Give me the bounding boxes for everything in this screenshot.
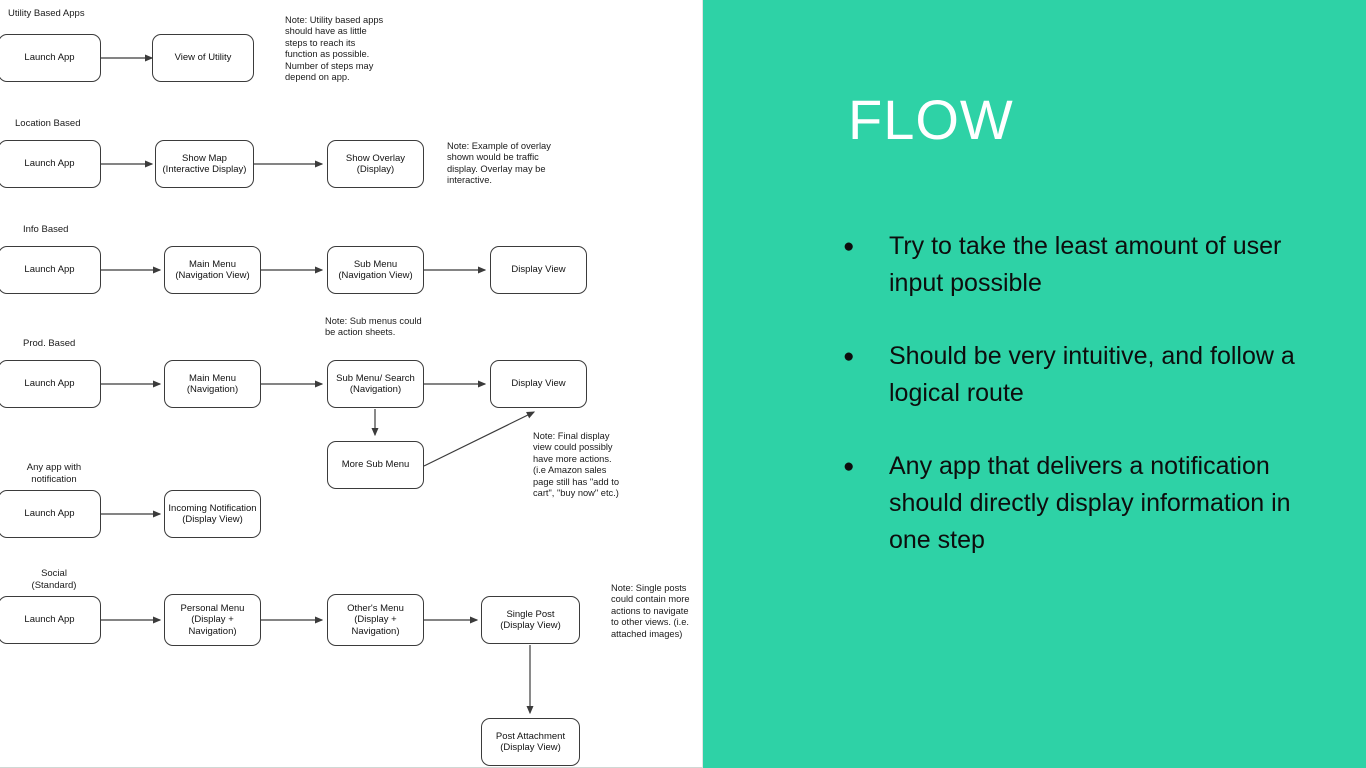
bullet-dot-icon: ● — [843, 456, 855, 477]
list-item: ● Any app that delivers a notification s… — [843, 448, 1323, 559]
list-item-label: Any app that delivers a notification sho… — [889, 452, 1291, 554]
node-prod-more-sub-menu[interactable]: More Sub Menu — [327, 441, 424, 489]
node-social-single-post[interactable]: Single Post (Display View) — [481, 596, 580, 644]
flow-diagram-panel: Utility Based Apps Location Based Info B… — [0, 0, 703, 768]
lane-label-prod: Prod. Based — [23, 338, 76, 349]
node-location-launch[interactable]: Launch App — [0, 140, 101, 188]
node-location-show-overlay[interactable]: Show Overlay (Display) — [327, 140, 424, 188]
diagram-connectors — [101, 54, 536, 715]
node-social-others-menu[interactable]: Other's Menu (Display + Navigation) — [327, 594, 424, 646]
node-social-launch[interactable]: Launch App — [0, 596, 101, 644]
lane-label-utility: Utility Based Apps — [8, 8, 85, 19]
lane-label-location: Location Based — [15, 118, 81, 129]
node-utility-launch[interactable]: Launch App — [0, 34, 101, 82]
node-prod-main-menu[interactable]: Main Menu (Navigation) — [164, 360, 261, 408]
bullet-dot-icon: ● — [843, 236, 855, 257]
lane-label-notification: Any app with notification — [26, 462, 82, 485]
note-prod: Note: Final display view could possibly … — [533, 431, 619, 499]
node-info-sub-menu[interactable]: Sub Menu (Navigation View) — [327, 246, 424, 294]
page-title: FLOW — [848, 88, 1014, 151]
node-info-display-view[interactable]: Display View — [490, 246, 587, 294]
list-item-label: Should be very intuitive, and follow a l… — [889, 342, 1295, 407]
node-utility-view[interactable]: View of Utility — [152, 34, 254, 82]
flow-principles-list: ● Try to take the least amount of user i… — [843, 228, 1323, 595]
note-utility: Note: Utility based apps should have as … — [285, 15, 384, 83]
list-item: ● Should be very intuitive, and follow a… — [843, 338, 1323, 412]
node-info-launch[interactable]: Launch App — [0, 246, 101, 294]
lane-label-social: Social (Standard) — [31, 568, 77, 591]
node-location-show-map[interactable]: Show Map (Interactive Display) — [155, 140, 254, 188]
list-item: ● Try to take the least amount of user i… — [843, 228, 1323, 302]
node-social-post-attachment[interactable]: Post Attachment (Display View) — [481, 718, 580, 766]
node-notification-incoming[interactable]: Incoming Notification (Display View) — [164, 490, 261, 538]
list-item-label: Try to take the least amount of user inp… — [889, 232, 1282, 297]
node-notification-launch[interactable]: Launch App — [0, 490, 101, 538]
note-social: Note: Single posts could contain more ac… — [611, 583, 690, 639]
note-location: Note: Example of overlay shown would be … — [447, 141, 551, 186]
note-info: Note: Sub menus could be action sheets. — [325, 316, 422, 338]
node-prod-display-view[interactable]: Display View — [490, 360, 587, 408]
node-prod-launch[interactable]: Launch App — [0, 360, 101, 408]
node-social-personal-menu[interactable]: Personal Menu (Display + Navigation) — [164, 594, 261, 646]
node-info-main-menu[interactable]: Main Menu (Navigation View) — [164, 246, 261, 294]
lane-label-info: Info Based — [23, 224, 69, 235]
node-prod-sub-menu-search[interactable]: Sub Menu/ Search (Navigation) — [327, 360, 424, 408]
flow-content-panel: FLOW ● Try to take the least amount of u… — [703, 0, 1366, 768]
bullet-dot-icon: ● — [843, 346, 855, 367]
